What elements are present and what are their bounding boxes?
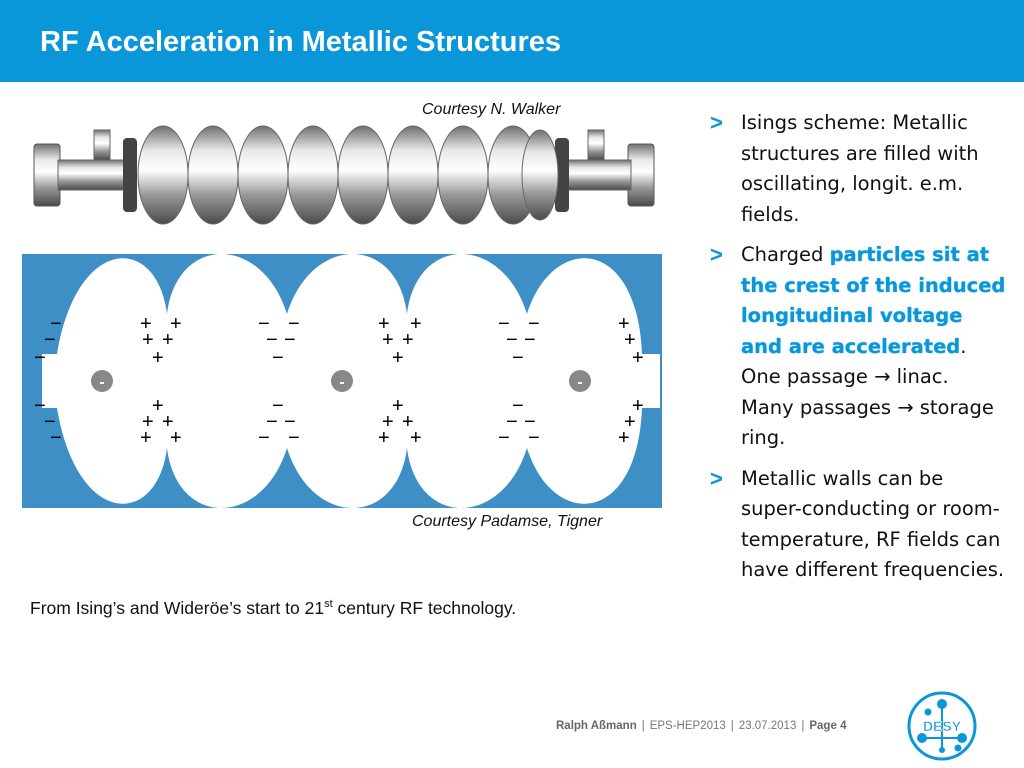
charge: + xyxy=(152,347,164,369)
footer-separator: | xyxy=(730,720,734,732)
footer-page-number: 4 xyxy=(840,720,847,732)
charge: + xyxy=(170,427,182,449)
footer-separator: | xyxy=(641,720,645,732)
bullet-1: > Isings scheme: Metallic structures are… xyxy=(706,108,1006,230)
charge: − xyxy=(44,411,56,433)
bullet-2-highlight: particles sit at the crest of the induce… xyxy=(741,243,1006,358)
caption: From Ising’s and Wideröe’s start to 21st… xyxy=(30,598,516,619)
charge: + xyxy=(378,427,390,449)
charge: − xyxy=(266,329,278,351)
charge: − xyxy=(44,329,56,351)
title-bar: RF Acceleration in Metallic Structures xyxy=(0,0,1024,82)
bullet-1-text: Isings scheme: Metallic structures are f… xyxy=(741,111,979,226)
charge: + xyxy=(142,329,154,351)
charge: + xyxy=(142,411,154,433)
footer-separator: | xyxy=(801,720,805,732)
footer-author: Ralph Aßmann xyxy=(556,720,637,732)
bullet-3-text: Metallic walls can be super-conducting o… xyxy=(741,466,1005,582)
charge: + xyxy=(382,329,394,351)
bullet-2-text-mid: linac. Many passages xyxy=(741,365,949,419)
charge: + xyxy=(162,329,174,351)
bullet-arrow-icon: > xyxy=(710,465,723,491)
charge: − xyxy=(288,313,300,335)
charge: − xyxy=(498,427,510,449)
charge: − xyxy=(524,329,536,351)
charge: − xyxy=(524,411,536,433)
charge: − xyxy=(288,427,300,449)
bullet-2-text-post: . One passage xyxy=(741,334,967,389)
charge: + xyxy=(402,329,414,351)
charge: − xyxy=(498,313,510,335)
charge: − xyxy=(512,395,524,417)
charge: + xyxy=(382,411,394,433)
charge: + xyxy=(140,313,152,335)
charge: − xyxy=(34,395,46,417)
desy-logo: DESY xyxy=(907,691,977,761)
charge: − xyxy=(266,411,278,433)
charge: + xyxy=(624,411,636,433)
particle-3 xyxy=(569,370,591,392)
charge: − xyxy=(272,347,284,369)
charge: + xyxy=(618,427,630,449)
particle-label-3: - xyxy=(577,374,582,391)
charge: + xyxy=(624,329,636,351)
charge: + xyxy=(402,411,414,433)
charge: − xyxy=(258,427,270,449)
credit-walker: Courtesy N. Walker xyxy=(422,101,561,118)
bullet-arrow-icon: > xyxy=(710,242,723,267)
charge: − xyxy=(50,313,62,335)
footer: Ralph Aßmann | EPS-HEP2013 | 23.07.2013 | Page… xyxy=(556,720,846,732)
caption-text-end: century RF technology. xyxy=(332,598,517,618)
footer-page-label: Page xyxy=(809,720,837,732)
charge: + xyxy=(410,313,422,335)
charge: + xyxy=(170,313,182,335)
charge: + xyxy=(632,395,644,417)
charge: − xyxy=(528,313,540,335)
bullet-2-text-end: storage ring. xyxy=(741,395,994,450)
bullet-3: > Metallic walls can be super-conducting… xyxy=(706,464,1006,586)
charge: + xyxy=(392,395,404,417)
footer-date: 23.07.2013 xyxy=(738,720,797,732)
charge: − xyxy=(528,427,540,449)
caption-superscript: st xyxy=(324,598,333,611)
charge: + xyxy=(162,411,174,433)
field-diagram: - - - − − − − − − + + + + + + + + + + − … xyxy=(22,254,662,508)
bullet-arrow-icon: > xyxy=(710,110,723,135)
charge: + xyxy=(618,313,630,335)
charge: − xyxy=(506,329,518,351)
charge: + xyxy=(410,427,422,449)
bullet-2-text-pre: Charged xyxy=(741,243,830,266)
charge: + xyxy=(378,313,390,335)
charge: − xyxy=(512,347,524,369)
particle-label-2: - xyxy=(339,374,344,391)
caption-text: From Ising’s and Wideröe’s start to 21 xyxy=(30,598,325,618)
charge: + xyxy=(140,427,152,449)
charge: + xyxy=(152,395,164,417)
slide-title: RF Acceleration in Metallic Structures xyxy=(40,26,562,58)
cavity-image xyxy=(33,125,655,225)
charge: − xyxy=(506,411,518,433)
charge: − xyxy=(284,329,296,351)
particle-1 xyxy=(91,370,113,392)
particle-label-1: - xyxy=(99,374,104,391)
right-arrow-icon: → xyxy=(897,395,914,419)
credit-padamse-tigner: Courtesy Padamse, Tigner xyxy=(412,513,603,530)
charge: − xyxy=(34,347,46,369)
charge: + xyxy=(632,347,644,369)
particle-2 xyxy=(331,370,353,392)
logo-text: DESY xyxy=(923,718,962,734)
bullet-list: > Isings scheme: Metallic structures are… xyxy=(706,108,1006,596)
charge: − xyxy=(272,395,284,417)
bullet-2: > Charged particles sit at the crest of … xyxy=(706,240,1006,454)
footer-conference: EPS-HEP2013 xyxy=(649,720,726,732)
charge: + xyxy=(392,347,404,369)
right-arrow-icon: → xyxy=(874,365,891,388)
charge: − xyxy=(284,411,296,433)
charge: − xyxy=(258,313,270,335)
charge: − xyxy=(50,427,62,449)
